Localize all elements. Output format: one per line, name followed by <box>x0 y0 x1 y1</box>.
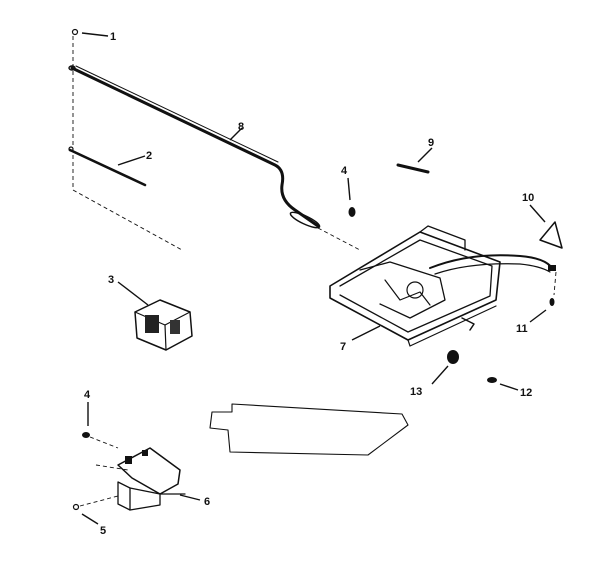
callout-5: 5 <box>100 525 106 537</box>
callout-3: 3 <box>108 274 114 286</box>
part-6-bracket <box>95 447 201 511</box>
alignment-lines-left <box>72 36 183 251</box>
alignment-line-rod-tray <box>317 227 361 251</box>
part-8-rod <box>68 65 321 229</box>
callout-9: 9 <box>428 137 434 149</box>
part-4-screw-lower <box>82 402 119 449</box>
part-9-small-rod <box>396 147 433 174</box>
callout-4-lower: 4 <box>84 389 91 401</box>
part-13-grommet <box>431 350 459 385</box>
part-3-actuator <box>117 281 193 351</box>
part-12-screw <box>487 377 519 391</box>
callout-4-upper: 4 <box>341 165 348 177</box>
callout-6: 6 <box>204 496 210 508</box>
callout-8: 8 <box>238 121 244 133</box>
callout-11: 11 <box>516 323 528 335</box>
part-10-knob <box>529 204 563 249</box>
part-11-screw <box>529 271 557 323</box>
callout-10: 10 <box>522 192 534 204</box>
part-1-pin <box>71 28 109 37</box>
part-2-short-rod <box>68 146 147 187</box>
part-4-screw-upper <box>347 177 356 217</box>
callout-2: 2 <box>146 150 152 162</box>
part-5-screw <box>72 495 119 525</box>
callout-12: 12 <box>520 387 532 399</box>
callout-1: 1 <box>110 31 116 43</box>
part-7-tray <box>329 225 556 347</box>
callout-7: 7 <box>340 341 346 353</box>
callout-13: 13 <box>410 386 422 398</box>
cutaway-outline <box>209 403 409 456</box>
